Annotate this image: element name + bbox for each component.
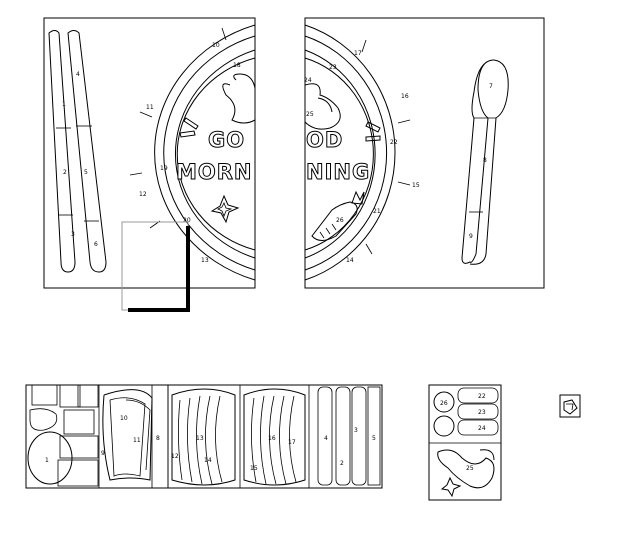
pieces-small-sheet: 26 22 23 24 25 [428,384,502,501]
left-panel: 1 2 3 4 5 6 10 11 12 13 18 [43,17,256,312]
piece-number: 23 [329,64,337,71]
left-plate-half: 10 11 12 13 18 19 20 GO MORN [129,24,256,281]
piece-number: 25 [306,111,314,118]
piece-number: 13 [196,435,204,442]
piece-number: 13 [201,257,209,264]
piece-number: 5 [372,435,376,442]
piece-number: 8 [483,157,487,164]
piece-number: 3 [71,231,75,238]
pieces-strip-sheet: 1 9 10 11 8 12 13 14 [25,384,383,489]
right-panel-frame [304,17,545,289]
piece-number: 8 [156,435,160,442]
piece-number: 1 [45,457,49,464]
piece-number: 2 [340,460,344,467]
piece-number: 11 [146,104,154,111]
piece-number: 10 [212,42,220,49]
piece-number: 25 [466,465,474,472]
piece-number: 9 [101,450,105,457]
piece-number: 17 [288,439,296,446]
right-plate-half: 14 15 16 17 21 22 23 24 25 OD NING [304,24,420,281]
piece-number: 16 [401,93,409,100]
strip-sheet-frame [25,384,383,489]
piece-number: 3 [354,427,358,434]
right-panel: 14 15 16 17 21 22 23 24 25 OD NING [304,17,545,289]
piece-number: 1 [62,101,66,108]
strip-section-arcs-c: 15 16 17 [243,388,306,486]
star-icon [210,194,240,224]
star-icon [440,476,462,498]
piece-number: 18 [233,62,241,69]
piece-number: 20 [183,217,191,224]
tiny-piece [559,394,581,418]
piece-number: 15 [250,465,258,472]
piece-number: 6 [94,241,98,248]
chopstick-left-icon: 1 2 3 [48,30,76,273]
piece-number: 11 [133,437,141,444]
piece-number: 9 [469,233,473,240]
egg-icon [304,83,341,130]
headline-left-line1: GO [208,128,245,152]
piece-number: 5 [84,169,88,176]
piece-number: 21 [373,208,381,215]
spoon-icon: 7 8 9 [461,59,509,265]
piece-number: 12 [171,453,179,460]
piece-number: 2 [63,169,67,176]
piece-number: 14 [204,457,212,464]
piece-number: 16 [268,435,276,442]
piece-number: 24 [304,77,312,84]
carrot-icon: 26 [311,190,365,241]
piece-number: 17 [354,50,362,57]
piece-number: 22 [390,139,398,146]
piece-number: 10 [120,415,128,422]
headline-left-line2: MORN [176,160,253,184]
headline-right-line2: NING [306,160,370,184]
chopstick-right-icon: 4 5 6 [67,30,107,273]
piece-number: 23 [478,409,486,416]
piece-number: 12 [139,191,147,198]
alignment-bracket [128,226,190,312]
piece-number: 24 [478,425,486,432]
piece-number: 4 [76,71,80,78]
left-panel-frame [43,17,256,289]
piece-number: 15 [412,182,420,189]
strip-section-sticks: 4 2 3 5 [317,386,381,486]
piece-number: 14 [346,257,354,264]
strip-section-letters: 1 [27,384,99,487]
tiny-piece-frame [559,394,581,418]
strip-section-arcs-a: 9 10 11 8 [101,384,169,489]
piece-number: 7 [489,83,493,90]
piece-number: 19 [160,165,168,172]
piece-number: 26 [440,400,448,407]
piece-number: 22 [478,393,486,400]
headline-right-line1: OD [306,128,343,152]
strip-section-arcs-b: 12 13 14 [171,388,236,486]
piece-number: 4 [324,435,328,442]
piece-number: 26 [336,217,344,224]
